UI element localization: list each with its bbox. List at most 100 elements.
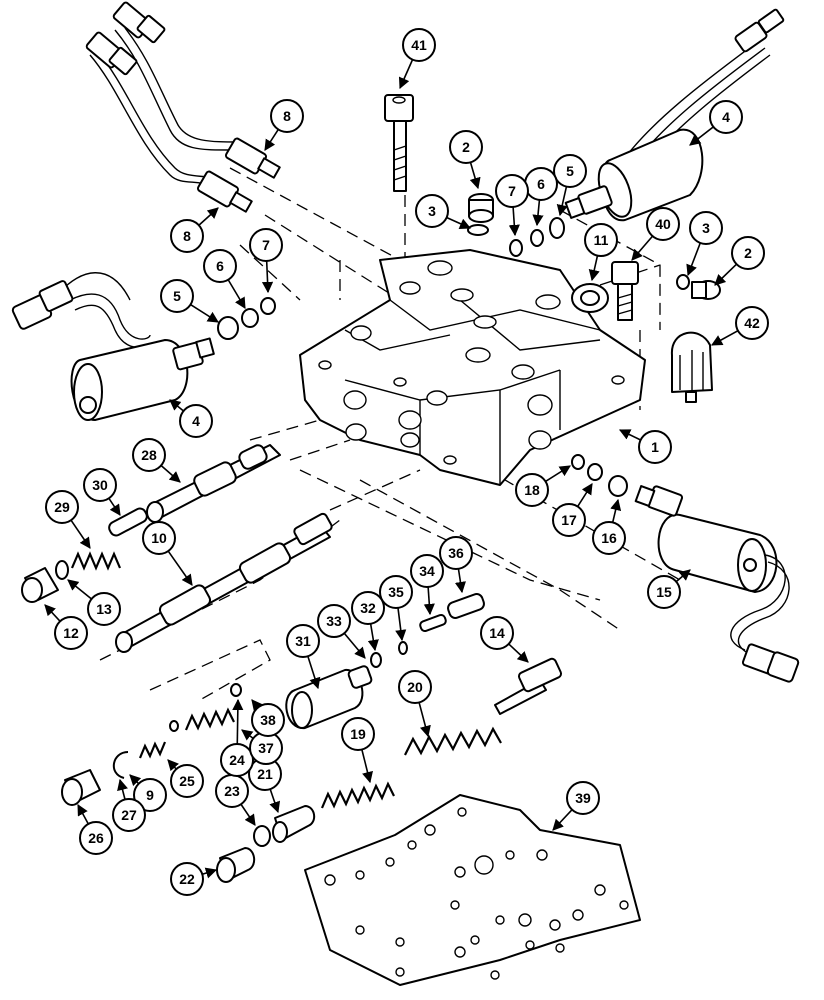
callout-leader-8 <box>264 128 279 151</box>
callout-number-21: 21 <box>257 766 273 782</box>
callout-circle-38 <box>251 703 285 737</box>
callout-number-35: 35 <box>388 584 404 600</box>
callout-leader-26 <box>77 804 90 825</box>
callout-leader-25 <box>167 759 179 772</box>
callout-number-7: 7 <box>508 183 516 199</box>
callout-number-39: 39 <box>575 790 591 806</box>
callout-leader-29 <box>70 519 91 549</box>
callout-number-38: 38 <box>260 712 276 728</box>
callout-number-6: 6 <box>537 176 545 192</box>
callout-circle-2 <box>731 236 765 270</box>
callout-circle-3 <box>415 194 449 228</box>
callout-circle-41 <box>402 28 436 62</box>
callout-circle-20 <box>398 670 432 704</box>
callout-number-18: 18 <box>524 482 540 498</box>
callout-circle-16 <box>592 521 626 555</box>
callout-leader-39 <box>552 809 573 831</box>
callout-number-26: 26 <box>88 830 104 846</box>
callout-leader-16 <box>610 498 622 523</box>
callout-circle-5 <box>160 279 194 313</box>
callout-circle-14 <box>480 616 514 650</box>
o-rings <box>55 217 690 847</box>
callout-circle-39 <box>566 781 600 815</box>
plug-2-right <box>691 280 721 300</box>
callout-number-25: 25 <box>179 773 195 789</box>
callout-circle-34 <box>410 554 444 588</box>
callout-leader-34 <box>423 586 435 616</box>
callout-circle-8 <box>270 99 304 133</box>
callout-leader-24 <box>232 698 244 745</box>
callout-circle-35 <box>379 575 413 609</box>
callout-number-3: 3 <box>428 203 436 219</box>
callout-number-40: 40 <box>655 216 671 232</box>
callout-leader-8 <box>198 207 219 226</box>
callout-leader-12 <box>44 604 61 622</box>
callout-number-28: 28 <box>141 447 157 463</box>
callout-number-2: 2 <box>744 245 752 261</box>
callout-leader-31 <box>307 655 321 690</box>
callout-leader-33 <box>343 632 366 659</box>
callout-number-31: 31 <box>295 633 311 649</box>
callout-number-8: 8 <box>183 228 191 244</box>
separator-plate <box>304 794 641 986</box>
callout-number-33: 33 <box>326 613 342 629</box>
callout-circle-4 <box>179 404 213 438</box>
callout-number-37: 37 <box>258 740 274 756</box>
callout-leader-7 <box>508 206 520 237</box>
solenoid-upper-right <box>564 8 785 222</box>
callout-number-29: 29 <box>54 499 70 515</box>
callout-circle-22 <box>170 862 204 896</box>
callout-circle-3 <box>689 211 723 245</box>
callout-leader-42 <box>711 330 739 346</box>
callout-leader-40 <box>631 235 654 261</box>
callout-leader-7 <box>261 260 274 294</box>
bolt-40 <box>611 261 639 321</box>
pressure-switches <box>85 1 281 213</box>
callout-leader-6 <box>227 279 246 309</box>
callout-number-6: 6 <box>216 258 224 274</box>
callout-circle-11 <box>584 223 618 257</box>
callout-number-5: 5 <box>173 288 181 304</box>
callout-circle-29 <box>45 490 79 524</box>
callout-circle-8 <box>170 219 204 253</box>
callout-circle-10 <box>142 521 176 555</box>
callout-number-8: 8 <box>283 108 291 124</box>
spool-28 <box>146 444 281 523</box>
callout-number-42: 42 <box>744 315 760 331</box>
callout-number-23: 23 <box>224 783 240 799</box>
callout-leader-1 <box>618 429 641 441</box>
callout-leader-17 <box>576 483 593 507</box>
pin-30 <box>108 507 148 537</box>
callout-leader-32 <box>367 623 379 652</box>
seal-11 <box>571 283 609 313</box>
callout-number-16: 16 <box>601 530 617 546</box>
callout-leader-3 <box>686 242 702 277</box>
callout-leader-38 <box>251 699 263 712</box>
plug-2-top <box>468 193 494 223</box>
callout-circle-13 <box>87 592 121 626</box>
callout-leader-20 <box>418 702 431 738</box>
callout-number-3: 3 <box>702 220 710 236</box>
callout-number-7: 7 <box>262 237 270 253</box>
callout-circle-1 <box>638 430 672 464</box>
valve-31 <box>285 665 373 730</box>
callout-leader-22 <box>202 867 218 879</box>
callout-circle-19 <box>341 717 375 751</box>
callout-leader-11 <box>588 255 600 282</box>
callout-leader-5 <box>556 186 568 217</box>
callout-number-4: 4 <box>192 413 200 429</box>
callout-number-1: 1 <box>651 439 659 455</box>
callout-leader-21 <box>269 788 281 814</box>
callout-leader-4 <box>689 126 714 146</box>
solenoid-15 <box>634 485 800 683</box>
plug-12 <box>21 567 59 603</box>
callout-leader-5 <box>190 303 219 323</box>
callout-number-22: 22 <box>179 871 195 887</box>
callout-labels: 1223344556677889101112131415161718192021… <box>44 28 769 896</box>
callout-leader-3 <box>446 216 472 229</box>
callout-leader-27 <box>117 778 128 800</box>
callout-circle-40 <box>646 207 680 241</box>
callout-number-9: 9 <box>146 787 154 803</box>
callout-circle-15 <box>647 575 681 609</box>
